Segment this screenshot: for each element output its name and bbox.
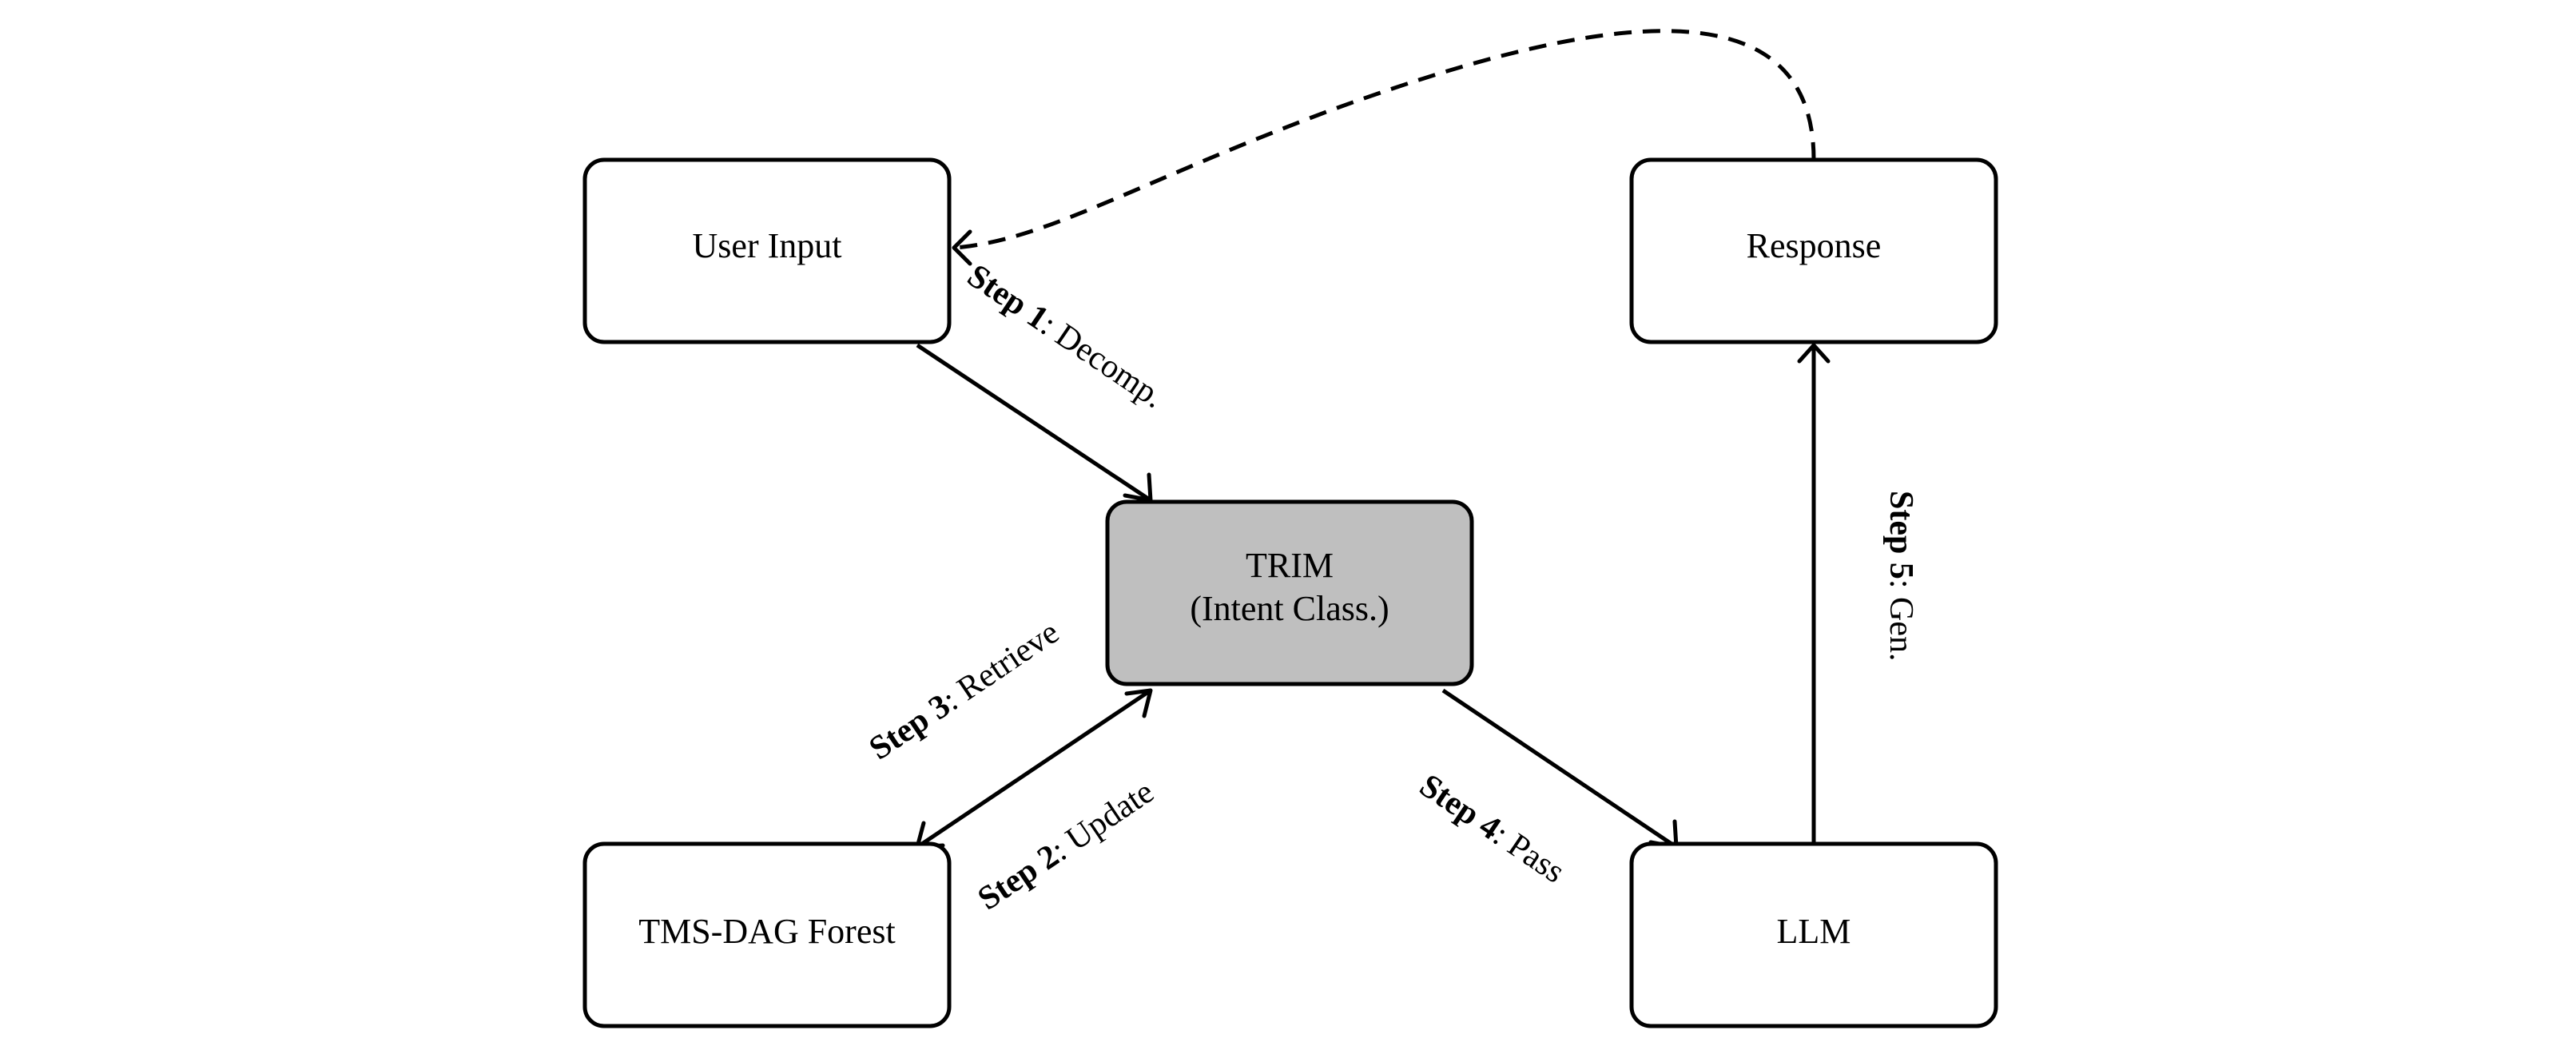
arrowhead-step5 [1797,343,1831,364]
node-user-input: User Input [582,157,952,344]
edge-label-step5: Step 5: Gen. [1882,491,1919,662]
node-tms-dag-forest-label: TMS-DAG Forest [638,912,895,951]
edge-label-step1-text: : Decomp. [1034,307,1171,416]
edge-step5 [1797,343,1831,847]
node-llm-label: LLM [1777,912,1851,951]
edge-label-step5-step: Step 5 [1882,491,1919,579]
edge-label-step3: Step 3: Retrieve [863,614,1066,767]
node-llm: LLM [1629,841,1998,1028]
edge-label-step1-step: Step 1 [960,257,1055,337]
edge-label-step3-step: Step 3 [863,687,957,767]
edge-label-step4-step: Step 4 [1413,767,1507,847]
edge-label-step2-text: : Update [1045,774,1161,868]
edge-label-step3-text: : Retrieve [936,614,1066,718]
node-trim-title: TRIM [1246,546,1334,585]
node-tms-dag-forest: TMS-DAG Forest [582,841,952,1028]
arrowhead-feedback [952,229,972,266]
node-trim: TRIM (Intent Class.) [1105,499,1474,686]
edge-label-step5-text: : Gen. [1882,579,1919,662]
node-user-input-label: User Input [693,226,842,265]
node-trim-subtitle: (Intent Class.) [1190,589,1389,628]
edge-label-step4-text: : Pass [1486,817,1571,890]
edge-label-step4: Step 4: Pass [1413,767,1571,890]
edge-feedback [952,29,1816,266]
node-response-label: Response [1747,226,1882,265]
edge-label-step2: Step 2: Update [972,774,1161,917]
arrowhead-step2 [1124,688,1153,718]
node-response: Response [1629,157,1998,344]
edge-label-step2-step: Step 2 [972,837,1066,917]
edge-label-step1: Step 1: Decomp. [960,257,1171,416]
